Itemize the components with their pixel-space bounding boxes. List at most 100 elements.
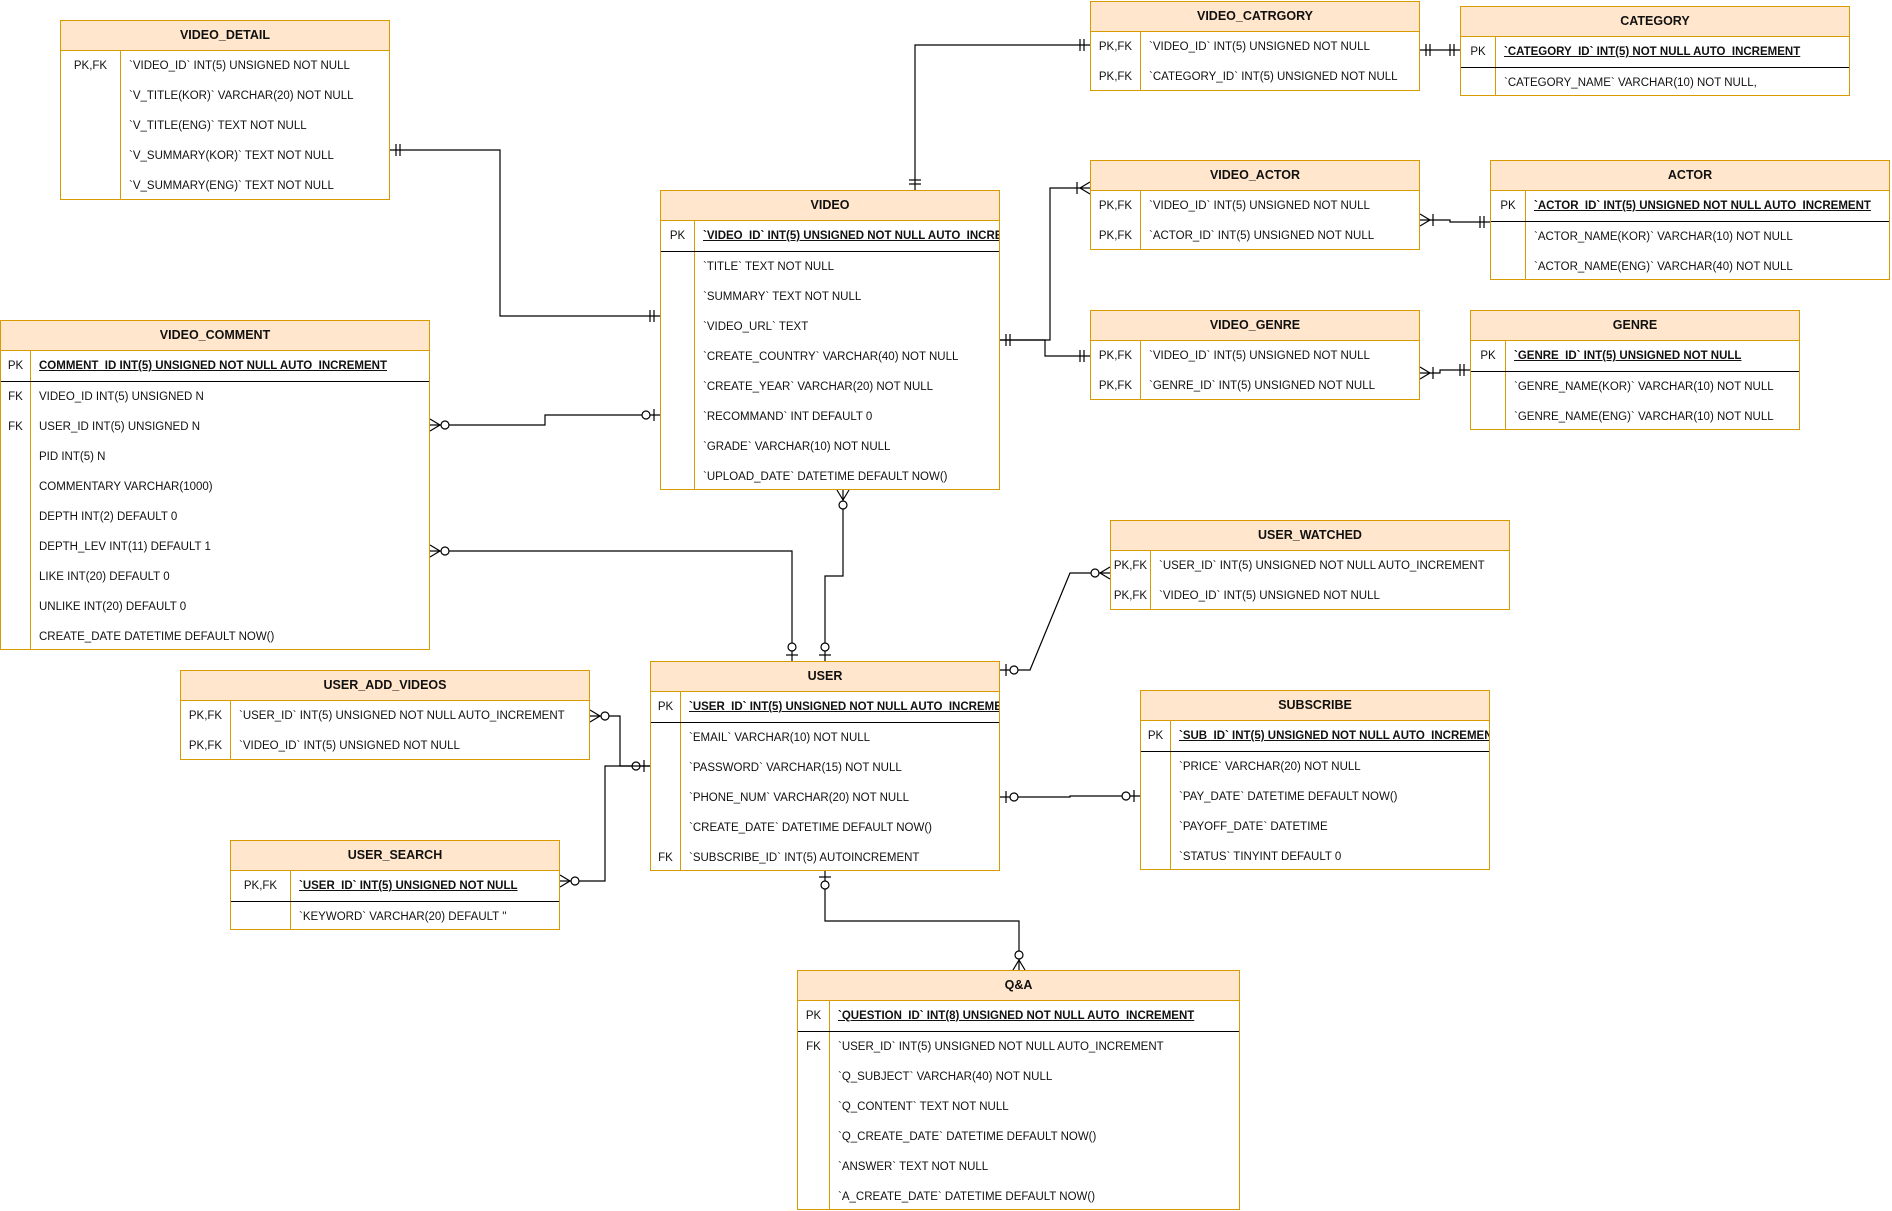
column-row[interactable]: `CREATE_DATE` DATETIME DEFAULT NOW() — [651, 813, 999, 843]
column-row[interactable]: PK,FK`USER_ID` INT(5) UNSIGNED NOT NULL … — [181, 701, 589, 731]
column-row[interactable]: `GENRE_NAME(KOR)` VARCHAR(10) NOT NULL — [1471, 372, 1799, 402]
primary-key-row[interactable]: PK`VIDEO_ID` INT(5) UNSIGNED NOT NULL AU… — [661, 221, 999, 252]
relationship-video-comment[interactable] — [429, 409, 660, 432]
primary-key-row[interactable]: PK`ACTOR_ID` INT(5) UNSIGNED NOT NULL AU… — [1491, 191, 1889, 222]
relationship-actor-videoactor[interactable] — [1419, 213, 1490, 228]
relationship-user-qa[interactable] — [819, 871, 1026, 971]
primary-key-row[interactable]: PK`SUB_ID` INT(5) UNSIGNED NOT NULL AUTO… — [1141, 721, 1489, 752]
column-row[interactable]: FK`SUBSCRIBE_ID` INT(5) AUTOINCREMENT — [651, 843, 999, 870]
column-row[interactable]: `VIDEO_URL` TEXT — [661, 312, 999, 342]
column-row[interactable]: `GRADE` VARCHAR(10) NOT NULL — [661, 432, 999, 462]
primary-key-row[interactable]: PK,FK`USER_ID` INT(5) UNSIGNED NOT NULL — [231, 871, 559, 902]
relationship-video-catrgory[interactable] — [909, 39, 1090, 190]
relationship-user-subscribe[interactable] — [1000, 790, 1140, 803]
column-row[interactable]: `Q_CREATE_DATE` DATETIME DEFAULT NOW() — [798, 1122, 1239, 1152]
column-definition: `EMAIL` VARCHAR(10) NOT NULL — [689, 732, 871, 744]
column-row[interactable]: `V_SUMMARY(ENG)` TEXT NOT NULL — [61, 171, 389, 199]
column-row[interactable]: `RECOMMAND` INT DEFAULT 0 — [661, 402, 999, 432]
column-row[interactable]: PK,FK`VIDEO_ID` INT(5) UNSIGNED NOT NULL — [1091, 341, 1419, 371]
column-row[interactable]: PK,FK`GENRE_ID` INT(5) UNSIGNED NOT NULL — [1091, 371, 1419, 399]
column-row[interactable]: `A_CREATE_DATE` DATETIME DEFAULT NOW() — [798, 1182, 1239, 1209]
column-row[interactable]: DEPTH INT(2) DEFAULT 0 — [1, 502, 429, 532]
primary-key-row[interactable]: PK`QUESTION_ID` INT(8) UNSIGNED NOT NULL… — [798, 1001, 1239, 1032]
column-row[interactable]: PK,FK`VIDEO_ID` INT(5) UNSIGNED NOT NULL — [1111, 581, 1509, 609]
column-row[interactable]: PK,FK`CATEGORY_ID` INT(5) UNSIGNED NOT N… — [1091, 62, 1419, 90]
column-row[interactable]: `GENRE_NAME(ENG)` VARCHAR(10) NOT NULL — [1471, 402, 1799, 429]
relationship-catrgory-category[interactable] — [1420, 44, 1460, 56]
key-marker — [798, 1182, 830, 1209]
column-definition: `ACTOR_NAME(KOR)` VARCHAR(10) NOT NULL — [1534, 231, 1793, 243]
relationship-user-comment[interactable] — [429, 544, 798, 661]
column-row[interactable]: `Q_CONTENT` TEXT NOT NULL — [798, 1092, 1239, 1122]
column-row[interactable]: `EMAIL` VARCHAR(10) NOT NULL — [651, 723, 999, 753]
primary-key-row[interactable]: PK`CATEGORY_ID` INT(5) NOT NULL AUTO_INC… — [1461, 37, 1849, 68]
relationship-video-detail[interactable] — [390, 144, 660, 322]
column-row[interactable]: `PAYOFF_DATE` DATETIME — [1141, 812, 1489, 842]
relationship-user-search[interactable] — [559, 765, 650, 888]
column-row[interactable]: UNLIKE INT(20) DEFAULT 0 — [1, 592, 429, 622]
column-row[interactable]: `CREATE_COUNTRY` VARCHAR(40) NOT NULL — [661, 342, 999, 372]
column-row[interactable]: COMMENTARY VARCHAR(1000) — [1, 472, 429, 502]
column-row[interactable]: `PAY_DATE` DATETIME DEFAULT NOW() — [1141, 782, 1489, 812]
column-row[interactable]: `PRICE` VARCHAR(20) NOT NULL — [1141, 752, 1489, 782]
column-row[interactable]: `ANSWER` TEXT NOT NULL — [798, 1152, 1239, 1182]
column-row[interactable]: PK,FK`VIDEO_ID` INT(5) UNSIGNED NOT NULL — [1091, 191, 1419, 221]
key-marker: PK,FK — [1091, 341, 1141, 371]
column-row[interactable]: PK,FK`ACTOR_ID` INT(5) UNSIGNED NOT NULL — [1091, 221, 1419, 249]
column-row[interactable]: FK`USER_ID` INT(5) UNSIGNED NOT NULL AUT… — [798, 1032, 1239, 1062]
primary-key-row[interactable]: PK`USER_ID` INT(5) UNSIGNED NOT NULL AUT… — [651, 692, 999, 723]
column-row[interactable]: `ACTOR_NAME(ENG)` VARCHAR(40) NOT NULL — [1491, 252, 1889, 279]
column-row[interactable]: `V_TITLE(ENG)` TEXT NOT NULL — [61, 111, 389, 141]
column-row[interactable]: `UPLOAD_DATE` DATETIME DEFAULT NOW() — [661, 462, 999, 489]
column-row[interactable]: `PHONE_NUM` VARCHAR(20) NOT NULL — [651, 783, 999, 813]
column-row[interactable]: `CATEGORY_NAME` VARCHAR(10) NOT NULL, — [1461, 68, 1849, 95]
column-row[interactable]: PID INT(5) N — [1, 442, 429, 472]
column-row[interactable]: PK,FK`VIDEO_ID` INT(5) UNSIGNED NOT NULL — [1091, 32, 1419, 62]
column-row[interactable]: `V_SUMMARY(KOR)` TEXT NOT NULL — [61, 141, 389, 171]
column-row[interactable]: CREATE_DATE DATETIME DEFAULT NOW() — [1, 622, 429, 649]
primary-key-row[interactable]: PK`GENRE_ID` INT(5) UNSIGNED NOT NULL — [1471, 341, 1799, 372]
column-row[interactable]: `PASSWORD` VARCHAR(15) NOT NULL — [651, 753, 999, 783]
relationship-video-genre[interactable] — [1000, 339, 1090, 362]
column-row[interactable]: `ACTOR_NAME(KOR)` VARCHAR(10) NOT NULL — [1491, 222, 1889, 252]
key-marker — [798, 1092, 830, 1122]
column-row[interactable]: `SUMMARY` TEXT NOT NULL — [661, 282, 999, 312]
column-row[interactable]: LIKE INT(20) DEFAULT 0 — [1, 562, 429, 592]
key-marker — [651, 813, 681, 843]
relationship-genre-videogenre[interactable] — [1419, 364, 1470, 380]
column-row[interactable]: `TITLE` TEXT NOT NULL — [661, 252, 999, 282]
column-row[interactable]: PK,FK`USER_ID` INT(5) UNSIGNED NOT NULL … — [1111, 551, 1509, 581]
key-marker: FK — [798, 1032, 830, 1062]
key-marker — [661, 462, 695, 489]
column-row[interactable]: PK,FK`VIDEO_ID` INT(5) UNSIGNED NOT NULL — [61, 51, 389, 81]
column-definition: `ACTOR_ID` INT(5) UNSIGNED NOT NULL AUTO… — [1534, 200, 1871, 212]
column-row[interactable]: `STATUS` TINYINT DEFAULT 0 — [1141, 842, 1489, 869]
relationship-video-user[interactable] — [819, 489, 850, 661]
relationship-user-watched[interactable] — [1000, 566, 1111, 676]
column-row[interactable]: DEPTH_LEV INT(11) DEFAULT 1 — [1, 532, 429, 562]
entity-title: VIDEO_GENRE — [1091, 311, 1419, 341]
column-row[interactable]: `Q_SUBJECT` VARCHAR(40) NOT NULL — [798, 1062, 1239, 1092]
column-row[interactable]: `V_TITLE(KOR)` VARCHAR(20) NOT NULL — [61, 81, 389, 111]
column-row[interactable]: `CREATE_YEAR` VARCHAR(20) NOT NULL — [661, 372, 999, 402]
column-row[interactable]: PK,FK`VIDEO_ID` INT(5) UNSIGNED NOT NULL — [181, 731, 589, 759]
column-row[interactable]: `KEYWORD` VARCHAR(20) DEFAULT '' — [231, 902, 559, 929]
